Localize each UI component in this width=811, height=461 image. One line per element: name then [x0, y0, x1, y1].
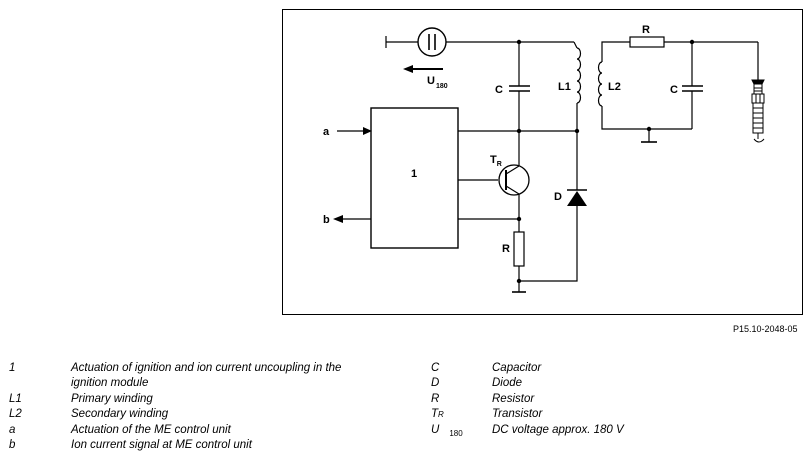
module-box [370, 107, 459, 249]
legend-left: 1 Actuation of ignition and ion current … [9, 361, 371, 453]
legend-item: b Ion current signal at ME control unit [9, 438, 371, 453]
legend-key: R [431, 392, 440, 405]
legend-right: C Capacitor D Diode R Resistor TR Transi… [431, 361, 624, 438]
label-capacitor-left: C [495, 84, 503, 96]
label-input-a: a [323, 126, 330, 138]
legend-item: L1 Primary winding [9, 392, 371, 407]
legend-text: Diode [492, 377, 523, 390]
legend-key: D [431, 377, 440, 390]
voltage-direction-arrow [403, 65, 413, 73]
legend-text: DC voltage approx. 180 V [492, 423, 624, 436]
transistor-symbol [498, 164, 530, 196]
legend-item: L2 Secondary winding [9, 407, 371, 422]
diode-symbol [567, 191, 587, 206]
label-output-b: b [323, 214, 330, 226]
legend-text: Primary winding [71, 392, 153, 405]
resistor-bottom-symbol [513, 231, 525, 267]
legend-text: Actuation of ignition and ion current un… [71, 362, 342, 390]
figure-code: P15.10-2048-05 [733, 324, 798, 334]
legend-item: D Diode [431, 376, 624, 391]
legend-key: L1 [9, 392, 22, 405]
legend-item: TR Transistor [431, 407, 624, 422]
label-resistor-bottom: R [502, 243, 510, 255]
legend-text: Capacitor [492, 362, 542, 374]
label-capacitor-right: C [670, 84, 678, 96]
label-voltage: U180 [427, 75, 448, 90]
legend-text: Secondary winding [71, 408, 169, 421]
legend-key: a [9, 423, 16, 436]
legend-item: a Actuation of the ME control unit [9, 423, 371, 438]
label-diode: D [554, 191, 562, 203]
voltage-source-symbol [417, 27, 447, 57]
label-secondary-winding: L2 [608, 81, 621, 93]
legend-key: b [9, 439, 16, 452]
legend-item: C Capacitor [431, 361, 624, 376]
label-resistor-top: R [642, 24, 650, 36]
legend-item: R Resistor [431, 392, 624, 407]
label-primary-winding: L1 [558, 81, 571, 93]
legend-text: Actuation of the ME control unit [71, 423, 231, 436]
legend-key: C [431, 362, 440, 374]
label-transistor: TR [490, 154, 502, 168]
legend-text: Transistor [492, 408, 543, 421]
primary-winding-coil [576, 47, 582, 104]
input-a-arrow [363, 127, 372, 135]
legend-text: Ion current signal at ME control unit [71, 439, 252, 452]
legend-key: 1 [9, 362, 16, 374]
legend-text: Resistor [492, 392, 535, 405]
secondary-winding-coil [597, 61, 603, 107]
resistor-top-symbol [629, 36, 665, 48]
spark-plug-symbol [751, 79, 765, 143]
diagram-frame [282, 9, 803, 315]
legend-item: 1 Actuation of ignition and ion current … [9, 361, 371, 392]
legend-key: TR [431, 408, 444, 421]
label-module: 1 [411, 168, 417, 180]
output-b-arrow [333, 215, 343, 223]
legend-key: L2 [9, 408, 22, 421]
